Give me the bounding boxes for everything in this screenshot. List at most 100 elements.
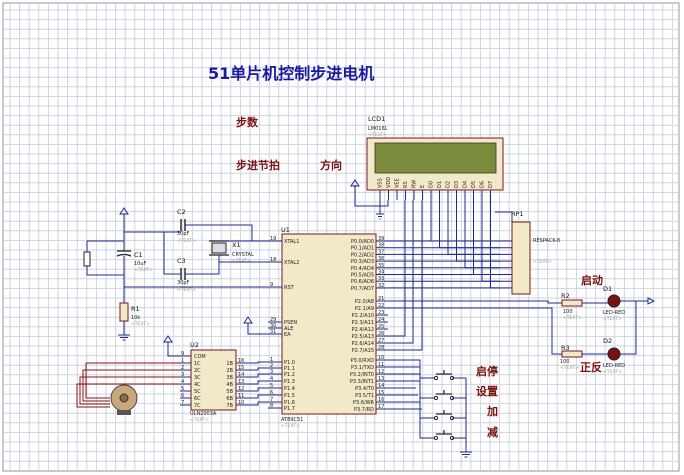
mcu-pin-name: P0.0/AD0	[351, 239, 374, 245]
mcu-pin-name: RST	[284, 285, 295, 291]
uln-pin-number: 3	[181, 372, 184, 378]
mcu-pin-number: 15	[378, 390, 384, 396]
mcu-pin-name: P0.6/AD6	[351, 279, 374, 285]
x1-ref: X1	[232, 241, 241, 249]
d2-ref: D2	[603, 337, 612, 345]
mcu-pin-name: P1.3	[284, 379, 295, 385]
mcu-pin-number: 10	[378, 355, 384, 361]
uln-pin-name: 4B	[226, 382, 233, 388]
mcu-pin-name: ALE	[284, 326, 293, 332]
lcd-pin-name: D6	[480, 181, 486, 188]
mcu-pin-number: 39	[378, 236, 384, 242]
annotation-start: 启动	[581, 273, 603, 287]
r3-ref: R3	[561, 344, 570, 352]
wire-segment	[247, 401, 268, 406]
uln-pin-number: 9	[181, 351, 184, 357]
mcu-pin-number: 18	[270, 257, 276, 263]
uln-pin-number: 2	[181, 365, 184, 371]
mcu-pin-name: P3.0/RXD	[351, 358, 375, 364]
uln-pin-number: 15	[238, 365, 244, 371]
lcd-pin-name: VEE	[395, 178, 401, 188]
lcd-ref: LCD1	[368, 115, 385, 123]
wire-segment	[388, 200, 406, 337]
c1-value: 10uF	[134, 261, 147, 267]
mcu-pin-name: P2.4/A12	[352, 327, 374, 333]
wire-segment	[86, 240, 124, 276]
mcu-pin-name: P2.2/A10	[352, 313, 374, 319]
d2-led	[607, 347, 621, 361]
mcu-pin-number: 7	[270, 397, 273, 403]
wire-segment	[163, 335, 173, 343]
uln-pin-name: 3B	[226, 375, 233, 381]
mcu-pin-number: 17	[378, 404, 384, 410]
c2-value: 30pF	[177, 231, 190, 237]
wire-segment	[388, 300, 562, 304]
uln-text: <TEXT>	[190, 417, 209, 423]
lcd-pin-name: D7	[488, 181, 494, 188]
mcu-pin-number: 5	[270, 383, 273, 389]
wire-segment	[123, 214, 268, 242]
lcd-pin-name: D3	[454, 181, 460, 188]
mcu-pin-name: P2.5/A13	[352, 334, 374, 340]
wire-segment	[495, 211, 513, 222]
mcu-pin-number: 12	[378, 369, 384, 375]
wire-segment	[582, 302, 608, 355]
mcu-pin-number: 6	[270, 390, 273, 396]
uln-pin-number: 12	[238, 386, 244, 392]
r1-body	[119, 302, 129, 322]
uln-pin-number: 11	[238, 393, 244, 399]
lcd-pin-name: D2	[446, 181, 452, 188]
mcu-pin-number: 11	[378, 362, 384, 368]
led-circuit: R2 100 <TEXT> R3 100 <TEXT> D1 LED-RED <…	[560, 285, 625, 375]
wire-segment	[243, 316, 253, 324]
mcu-pin-number: 23	[378, 310, 384, 316]
mcu-pin-name: P1.5	[284, 393, 295, 399]
mcu-pin-number: 16	[378, 397, 384, 403]
respack-rp1: RP1 RESPACK-8 <TEXT>	[511, 210, 560, 295]
wire-segment	[647, 297, 656, 305]
lcd-model: LM016L	[368, 126, 388, 132]
mcu-pin-number: 30	[270, 323, 276, 329]
mcu-pin-number: 29	[270, 317, 276, 323]
mcu-pin-name: P3.7/RD	[354, 407, 374, 413]
push-button-contact	[433, 395, 439, 401]
wire-segment	[82, 369, 180, 402]
annotation-add: 加	[486, 404, 498, 418]
wire-segment	[350, 179, 360, 187]
uln-pin-name: 3C	[194, 375, 201, 381]
mcu-pin-number: 34	[378, 270, 384, 276]
mcu-pin-name: P1.6	[284, 400, 295, 406]
mcu-pin-number: 26	[378, 331, 384, 337]
uln-ref: U2	[190, 341, 199, 349]
x1-text: <TEXT>	[232, 258, 251, 264]
mcu-pin-number: 14	[378, 383, 384, 389]
mcu-body	[281, 233, 377, 415]
uln-pin-number: 6	[181, 393, 184, 399]
uln-pin-number: 14	[238, 372, 244, 378]
mcu-pin-number: 3	[270, 369, 273, 375]
rp1-body	[511, 221, 531, 295]
r2-body	[561, 299, 583, 307]
wire-segment	[167, 342, 180, 357]
uln-pin-number: 10	[238, 400, 244, 406]
mcu-pin-number: 2	[270, 363, 273, 369]
mcu-pin-name: P3.1/TXD	[351, 365, 374, 371]
mcu-pin-name: P0.3/AD3	[351, 259, 374, 265]
push-button-contact	[433, 375, 439, 381]
wire-segment	[388, 200, 414, 344]
wire-segment	[85, 362, 180, 399]
wire-segment	[620, 300, 637, 355]
lcd-pin-name: D0	[429, 181, 435, 188]
mcu-pin-name: P2.0/A8	[355, 299, 374, 305]
mcu-pin-number: 31	[270, 329, 276, 335]
wire-segment	[388, 200, 423, 351]
r1-text: <TEXT>	[131, 321, 150, 327]
annotation-steps: 步数	[236, 115, 259, 129]
r3-text: <TEXT>	[560, 365, 579, 371]
mcu-pin-name: P0.1/AD1	[351, 246, 374, 252]
lcd-pin-name: D1	[437, 181, 443, 188]
